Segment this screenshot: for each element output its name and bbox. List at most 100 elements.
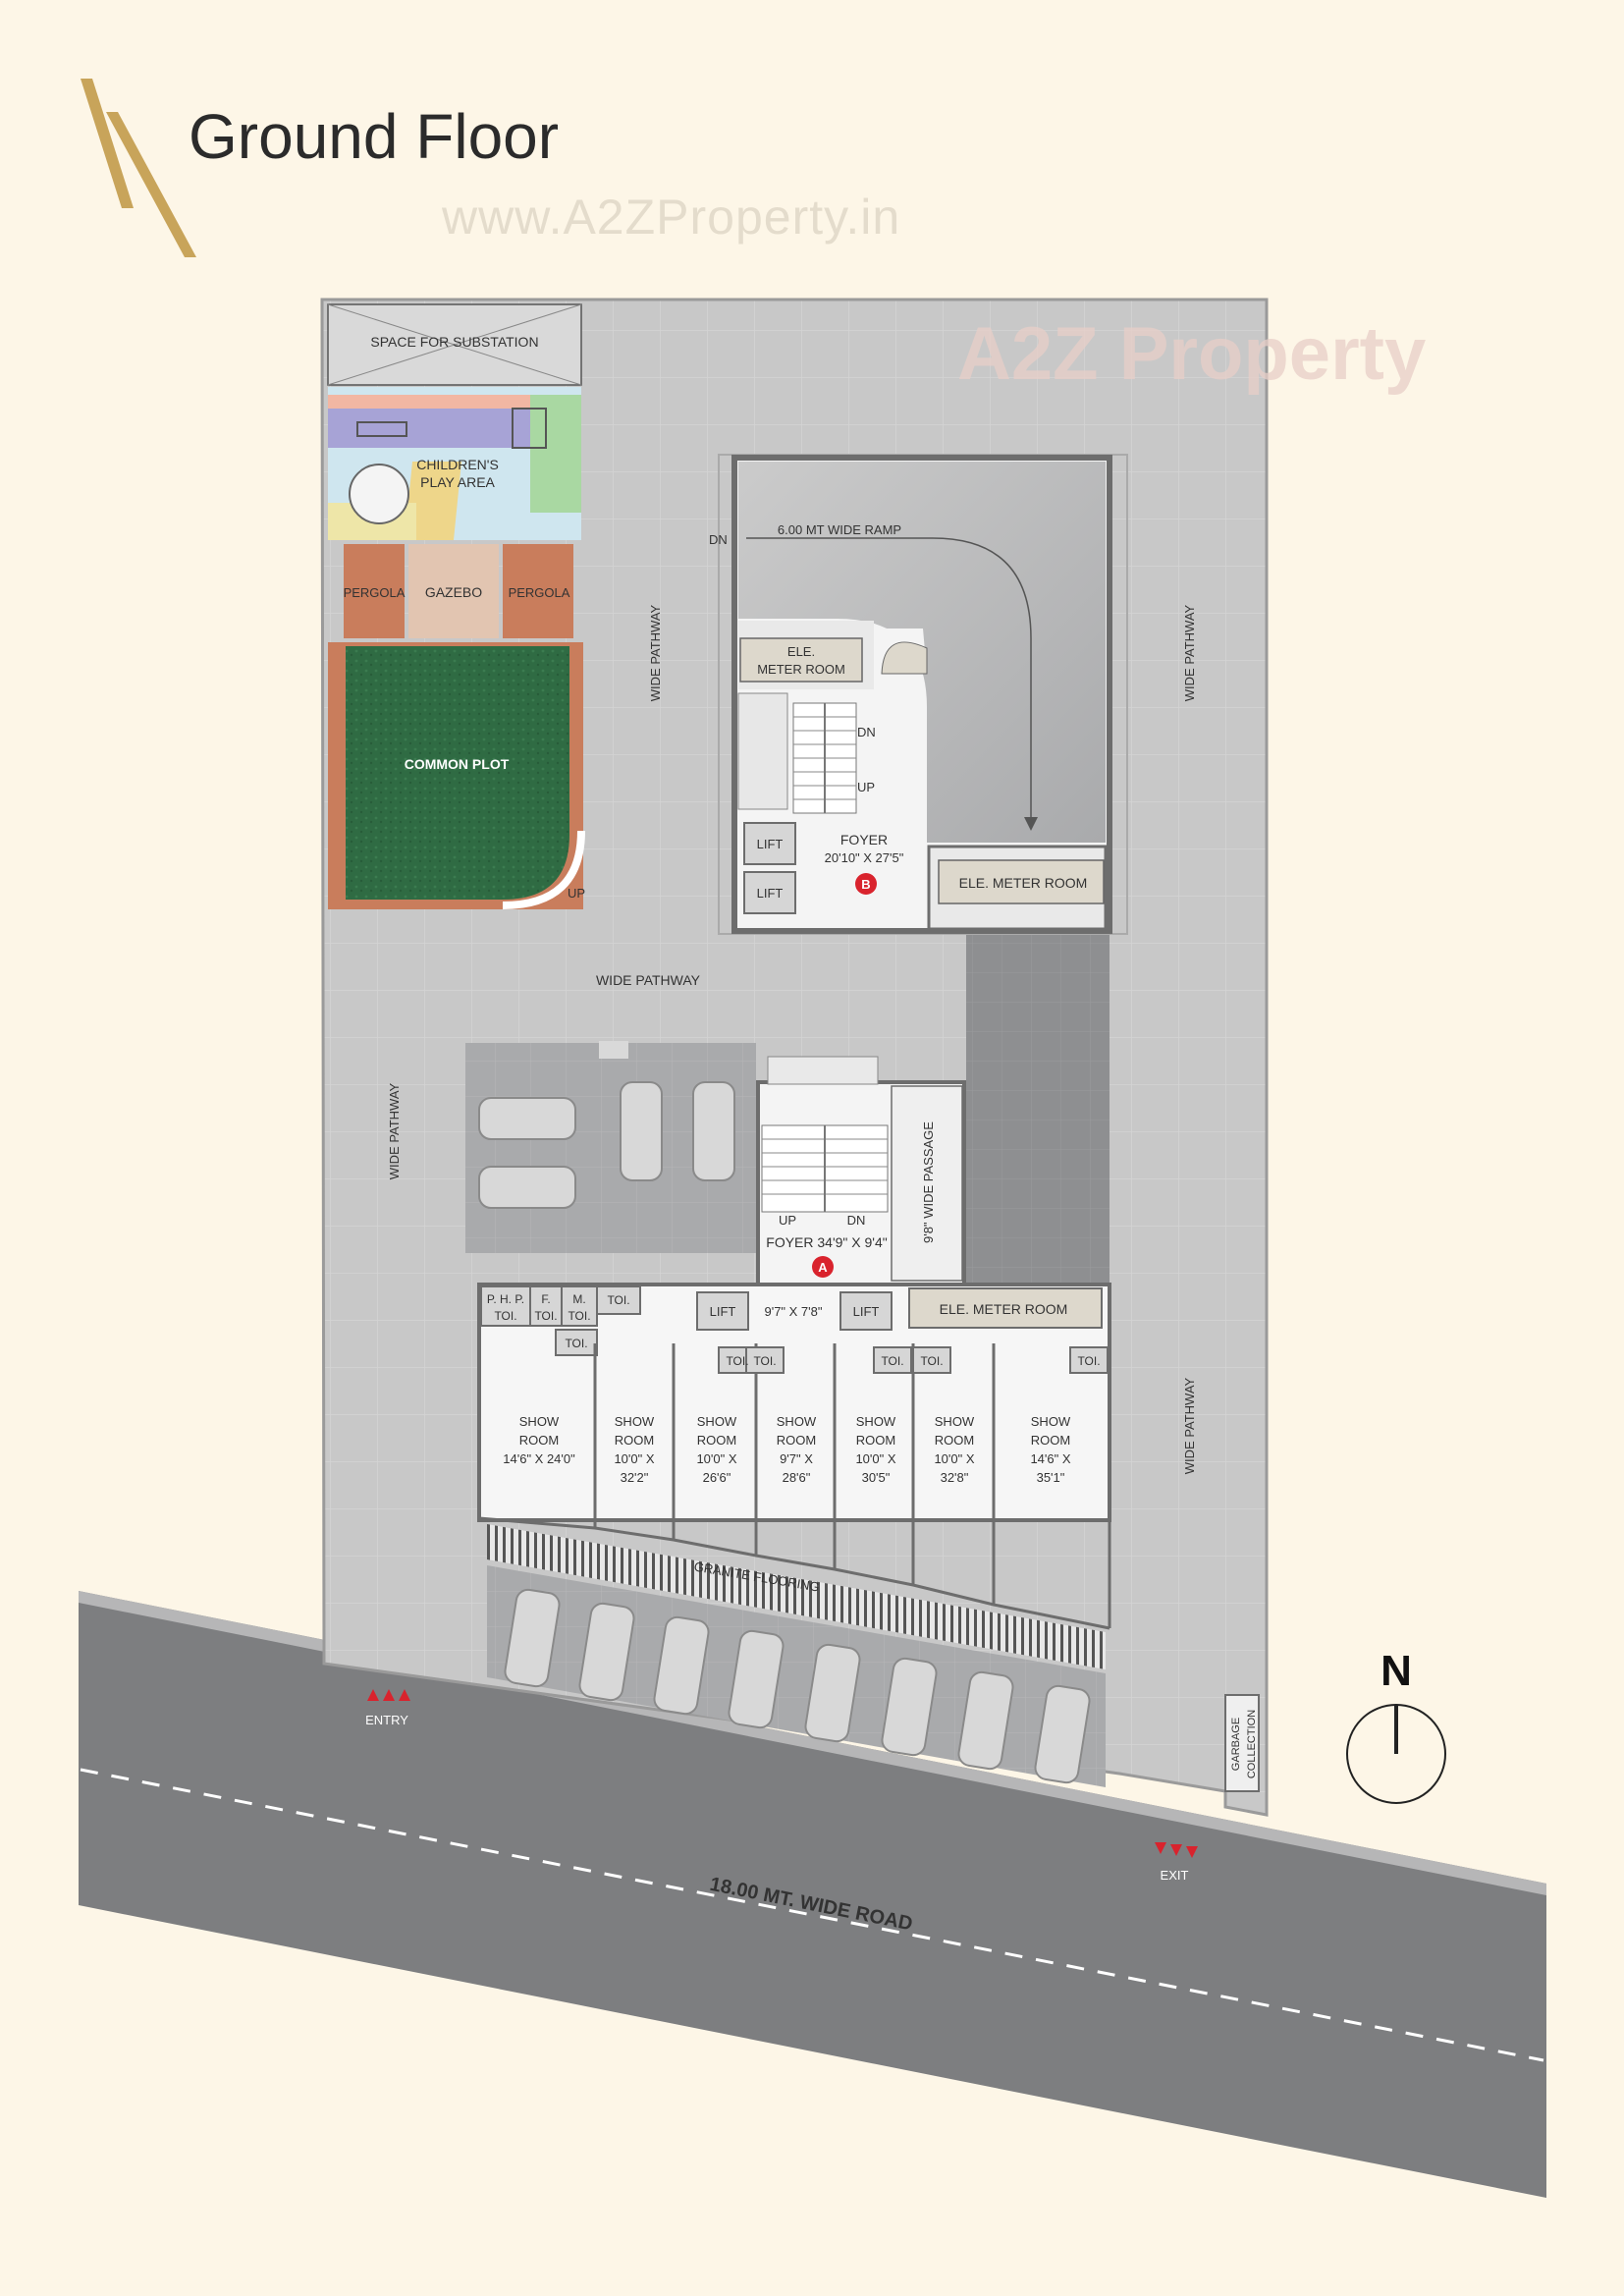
meter-room-upper-label-1: ELE.	[787, 644, 815, 659]
lift-lobby-size: 9'7" X 7'8"	[764, 1304, 822, 1319]
toi-label-a: TOI.	[607, 1293, 629, 1307]
parked-car	[881, 1657, 938, 1757]
meter-room-upper-label-2: METER ROOM	[757, 662, 845, 677]
pergola-left	[344, 544, 405, 638]
play-area-label-2: PLAY AREA	[420, 474, 495, 490]
showroom-label-show: SHOW	[777, 1414, 817, 1429]
showroom-size: 10'0" X	[855, 1451, 895, 1466]
common-plot-label: COMMON PLOT	[405, 756, 510, 772]
f-toi-label-2: TOI.	[534, 1309, 557, 1323]
lift-2-lower	[839, 1291, 893, 1331]
showroom-size: 10'0" X	[696, 1451, 736, 1466]
marker-a-label: A	[818, 1260, 828, 1275]
parked-car	[957, 1670, 1014, 1771]
toilet	[912, 1346, 951, 1374]
showroom-label-room: ROOM	[856, 1433, 895, 1448]
meter-room-lower	[908, 1287, 1103, 1329]
entry-label: ENTRY	[365, 1713, 408, 1727]
meter-room-lower-label: ELE. METER ROOM	[940, 1301, 1068, 1317]
php-toi-label-1: P. H. P.	[487, 1292, 524, 1306]
wide-pathway-label-5: WIDE PATHWAY	[1182, 1377, 1197, 1474]
showroom-label-room: ROOM	[1031, 1433, 1070, 1448]
marker-a	[812, 1256, 834, 1278]
exit-label: EXIT	[1161, 1868, 1189, 1883]
showroom-label-show: SHOW	[935, 1414, 975, 1429]
stair-dn-label: DN	[857, 725, 876, 739]
wide-passage	[891, 1085, 963, 1282]
php-toi-label-2: TOI.	[494, 1309, 516, 1323]
foyer-a-label: FOYER 34'9" X 9'4"	[766, 1234, 887, 1250]
showroom-label-show: SHOW	[697, 1414, 737, 1429]
showroom-size: 32'2"	[621, 1470, 649, 1485]
meter-room-right-upper-label: ELE. METER ROOM	[959, 875, 1088, 891]
parked-car	[578, 1602, 635, 1702]
lawn-up-label: UP	[568, 886, 585, 901]
showroom-size: 26'6"	[703, 1470, 731, 1485]
toilet-label: TOI.	[881, 1354, 903, 1368]
showroom-label-room: ROOM	[615, 1433, 654, 1448]
gazebo-label: GAZEBO	[425, 584, 482, 600]
granite-flooring	[487, 1524, 1106, 1669]
lift-2-upper	[743, 871, 796, 914]
common-plot-lawn	[346, 646, 569, 900]
m-toi-label-2: TOI.	[568, 1309, 590, 1323]
showroom-label-show: SHOW	[1031, 1414, 1071, 1429]
showroom-label-show: SHOW	[615, 1414, 655, 1429]
showroom-size: 14'6" X 24'0"	[503, 1451, 575, 1466]
parked-car	[804, 1643, 861, 1743]
play-area-label-1: CHILDREN'S	[416, 457, 499, 472]
garbage-label-1: GARBAGE	[1230, 1718, 1242, 1771]
page-title: Ground Floor	[189, 101, 560, 172]
pergola-left-label: PERGOLA	[344, 585, 406, 600]
showroom-label-show: SHOW	[856, 1414, 896, 1429]
f-toi-label-1: F.	[541, 1292, 550, 1306]
toilet	[873, 1346, 912, 1374]
wide-passage-label: 9'8" WIDE PASSAGE	[921, 1121, 936, 1243]
wide-pathway-label-1: WIDE PATHWAY	[648, 604, 663, 701]
showroom-size: 35'1"	[1037, 1470, 1065, 1485]
ramp-dn-label: DN	[709, 532, 728, 547]
substation-label: SPACE FOR SUBSTATION	[370, 334, 538, 350]
showroom-walls	[477, 1328, 1111, 1630]
staircase-upper	[792, 702, 857, 814]
meter-room-upper	[739, 637, 863, 683]
road	[79, 1591, 1546, 2198]
wide-pathway-label-2: WIDE PATHWAY	[1182, 604, 1197, 701]
toilet-label: TOI.	[920, 1354, 943, 1368]
showroom-size: 9'7" X	[780, 1451, 813, 1466]
parked-cars-front	[504, 1588, 1091, 1784]
toilet-label: TOI.	[726, 1354, 748, 1368]
showroom-size: 32'8"	[941, 1470, 969, 1485]
toilets-left	[480, 1285, 641, 1356]
wide-pathway-label-3: WIDE PATHWAY	[596, 972, 701, 988]
front-parking	[487, 1565, 1106, 1787]
staircase-lower	[761, 1124, 889, 1213]
showroom-label-room: ROOM	[935, 1433, 974, 1448]
lift-1-lower	[696, 1291, 749, 1331]
ramp-label: 6.00 MT WIDE RAMP	[778, 522, 901, 537]
showroom-size: 14'6" X	[1030, 1451, 1070, 1466]
parked-car	[504, 1588, 561, 1688]
stair-up-label: UP	[857, 780, 875, 794]
toi-label-b: TOI.	[565, 1337, 587, 1350]
gazebo	[408, 544, 499, 638]
lower-dn-label: DN	[847, 1213, 866, 1228]
showroom-label-room: ROOM	[519, 1433, 559, 1448]
parked-car	[728, 1629, 785, 1729]
toilet	[745, 1346, 785, 1374]
paved-strip	[966, 935, 1110, 1285]
showroom-size: 10'0" X	[614, 1451, 654, 1466]
ramp-arrow	[746, 537, 1032, 825]
marker-b-label: B	[861, 877, 870, 892]
showroom-label-room: ROOM	[777, 1433, 816, 1448]
pergola-right-label: PERGOLA	[509, 585, 570, 600]
parked-cars-left	[478, 1081, 735, 1209]
garbage-label-2: COLLECTION	[1246, 1710, 1258, 1778]
garbage-collection	[1224, 1694, 1260, 1792]
showroom-size: 28'6"	[783, 1470, 811, 1485]
toilet-label: TOI.	[753, 1354, 776, 1368]
lift-2-lower-label: LIFT	[853, 1304, 880, 1319]
lower-up-label: UP	[779, 1213, 796, 1228]
parked-car	[1034, 1684, 1091, 1784]
